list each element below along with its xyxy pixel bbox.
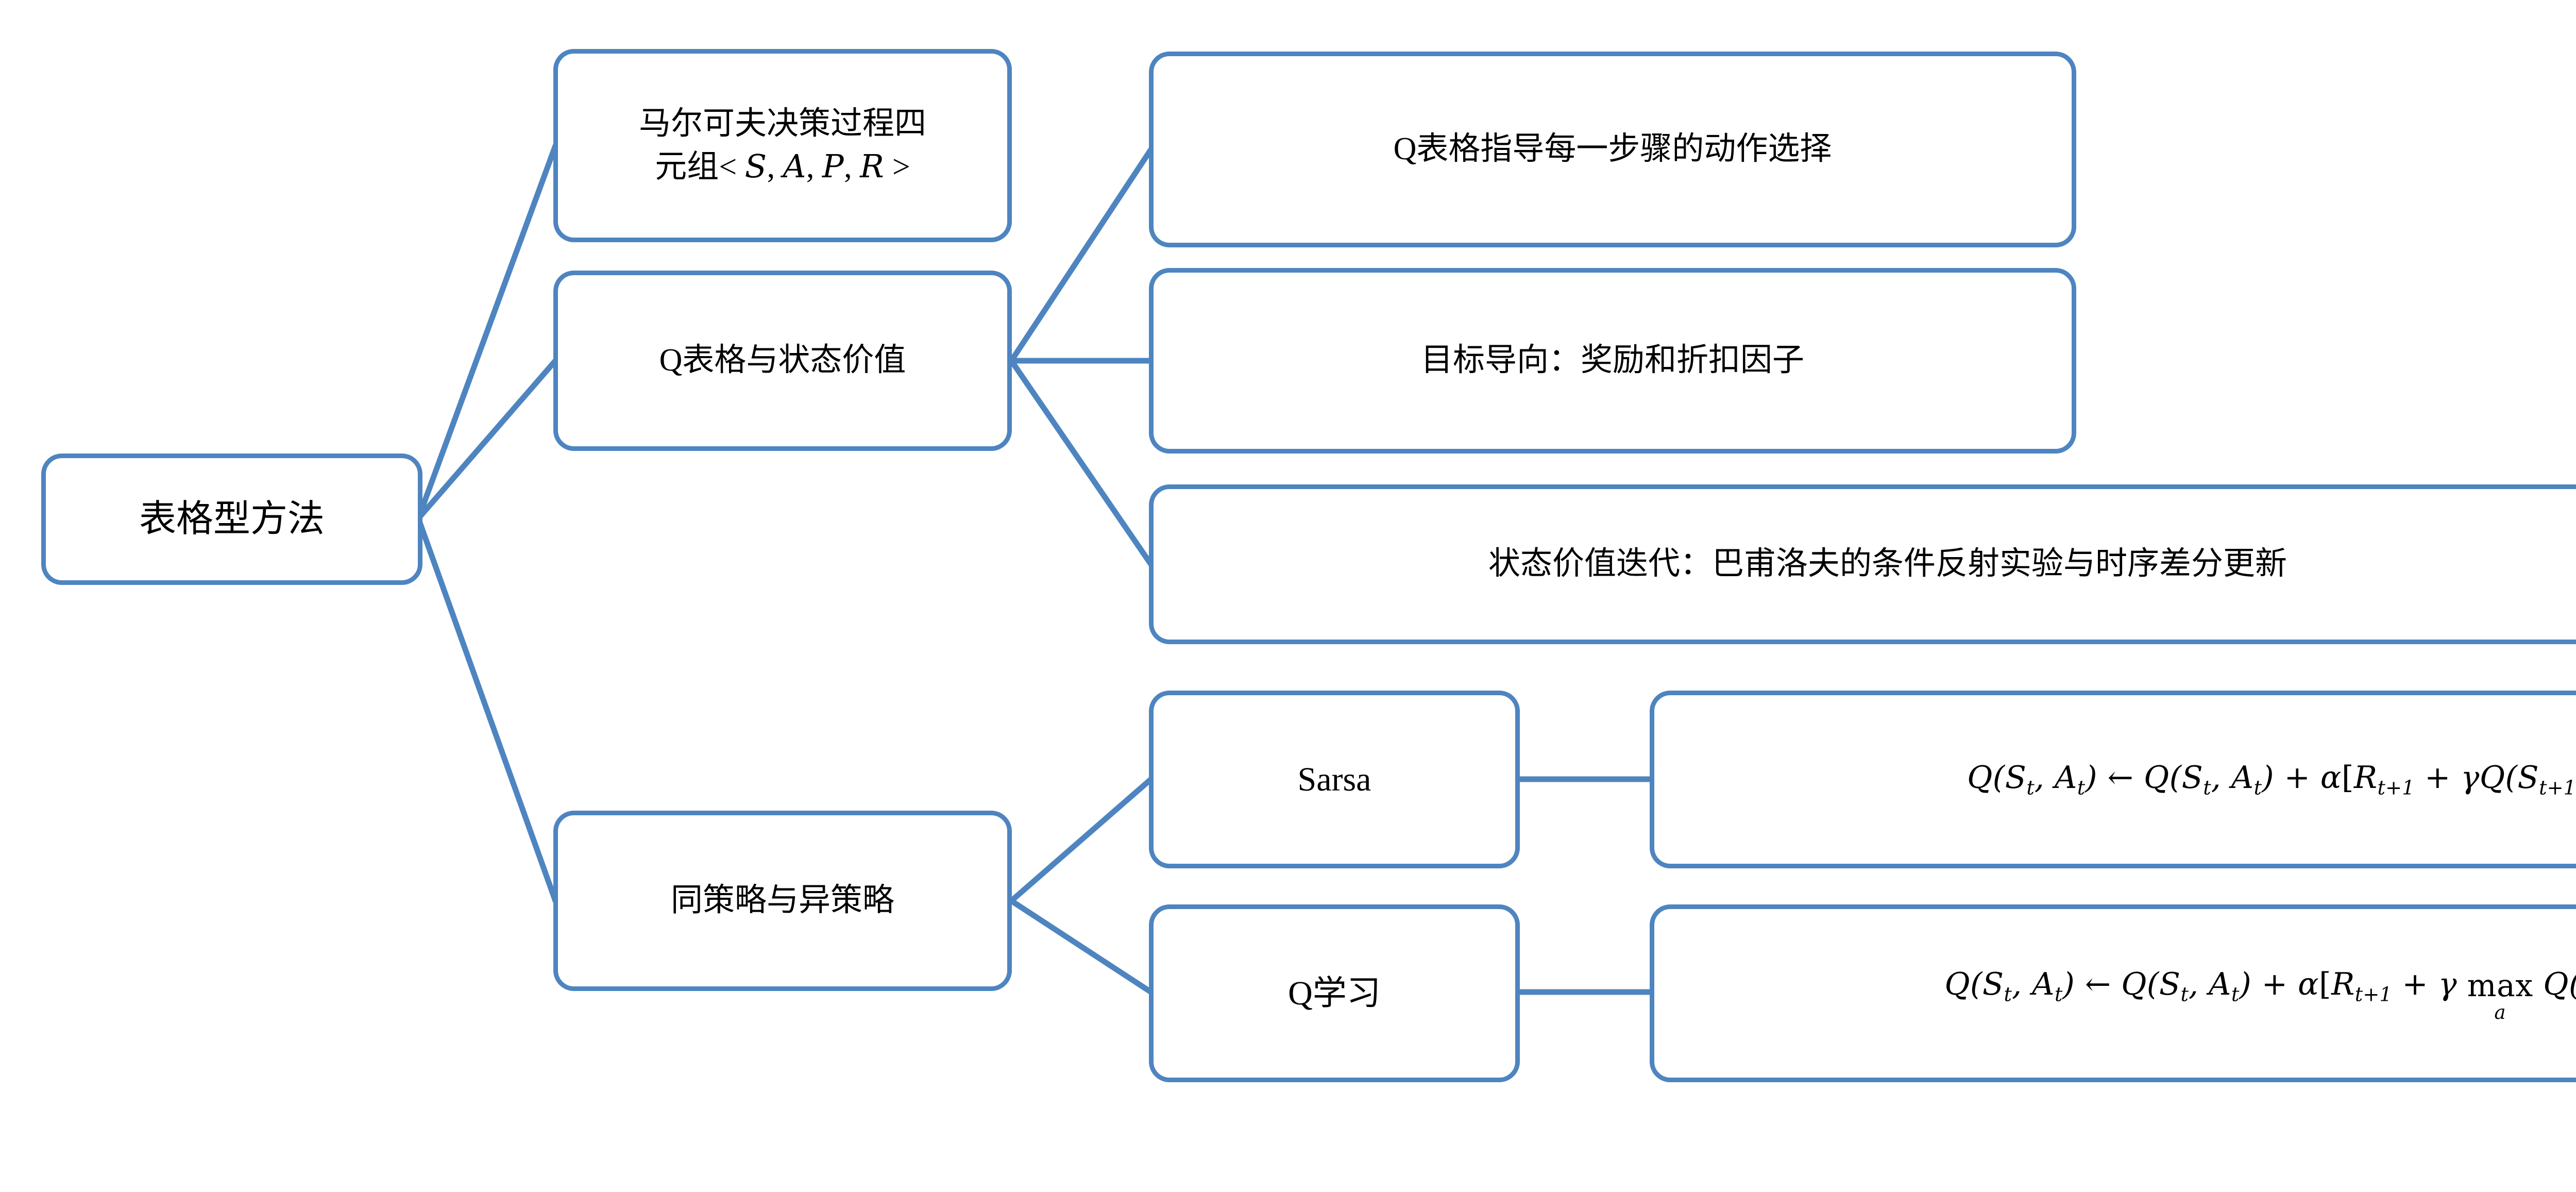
node-mdp[interactable]: 马尔可夫决策过程四元组< S, A, P, R >	[553, 49, 1012, 242]
node-root[interactable]: 表格型方法	[41, 454, 422, 585]
node-policy-label: 同策略与异策略	[670, 883, 894, 918]
node-sarsa-formula[interactable]: Q(St, At) ← Q(St, At) + α[Rt+1 + γQ(St+1…	[1650, 691, 2576, 868]
node-qtable[interactable]: Q表格与状态价值	[553, 271, 1012, 451]
node-qtable-label: Q表格与状态价值	[659, 343, 906, 378]
node-root-label: 表格型方法	[139, 498, 325, 540]
edge-qtable-c3	[1008, 358, 1154, 567]
edge-policy-qlearning	[1008, 898, 1154, 995]
node-qtable-child-3-label: 状态价值迭代：巴甫洛夫的条件反射实验与时序差分更新	[1488, 546, 2287, 582]
node-sarsa-label: Sarsa	[1297, 760, 1371, 798]
node-sarsa-formula-text: Q(St, At) ← Q(St, At) + α[Rt+1 + γQ(St+1…	[1967, 760, 2576, 800]
node-qtable-child-1-label: Q表格指导每一步骤的动作选择	[1393, 131, 1832, 167]
node-mdp-label: 马尔可夫决策过程四元组< S, A, P, R >	[638, 106, 926, 185]
edge-root-mdp	[415, 143, 558, 522]
edge-root-qtable	[415, 358, 558, 522]
node-qlearning-label: Q学习	[1288, 974, 1381, 1012]
node-qtable-child-1[interactable]: Q表格指导每一步骤的动作选择	[1149, 52, 2076, 247]
node-qtable-child-2-label: 目标导向：奖励和折扣因子	[1420, 343, 1804, 378]
edge-policy-sarsa	[1008, 776, 1154, 904]
edge-root-policy	[415, 515, 558, 904]
node-sarsa[interactable]: Sarsa	[1149, 691, 1520, 868]
node-qlearning[interactable]: Q学习	[1149, 904, 1520, 1082]
edge-qtable-c1	[1008, 146, 1154, 364]
node-policy[interactable]: 同策略与异策略	[553, 811, 1012, 991]
node-qtable-child-3[interactable]: 状态价值迭代：巴甫洛夫的条件反射实验与时序差分更新	[1149, 484, 2576, 644]
node-qtable-child-2[interactable]: 目标导向：奖励和折扣因子	[1149, 268, 2076, 454]
